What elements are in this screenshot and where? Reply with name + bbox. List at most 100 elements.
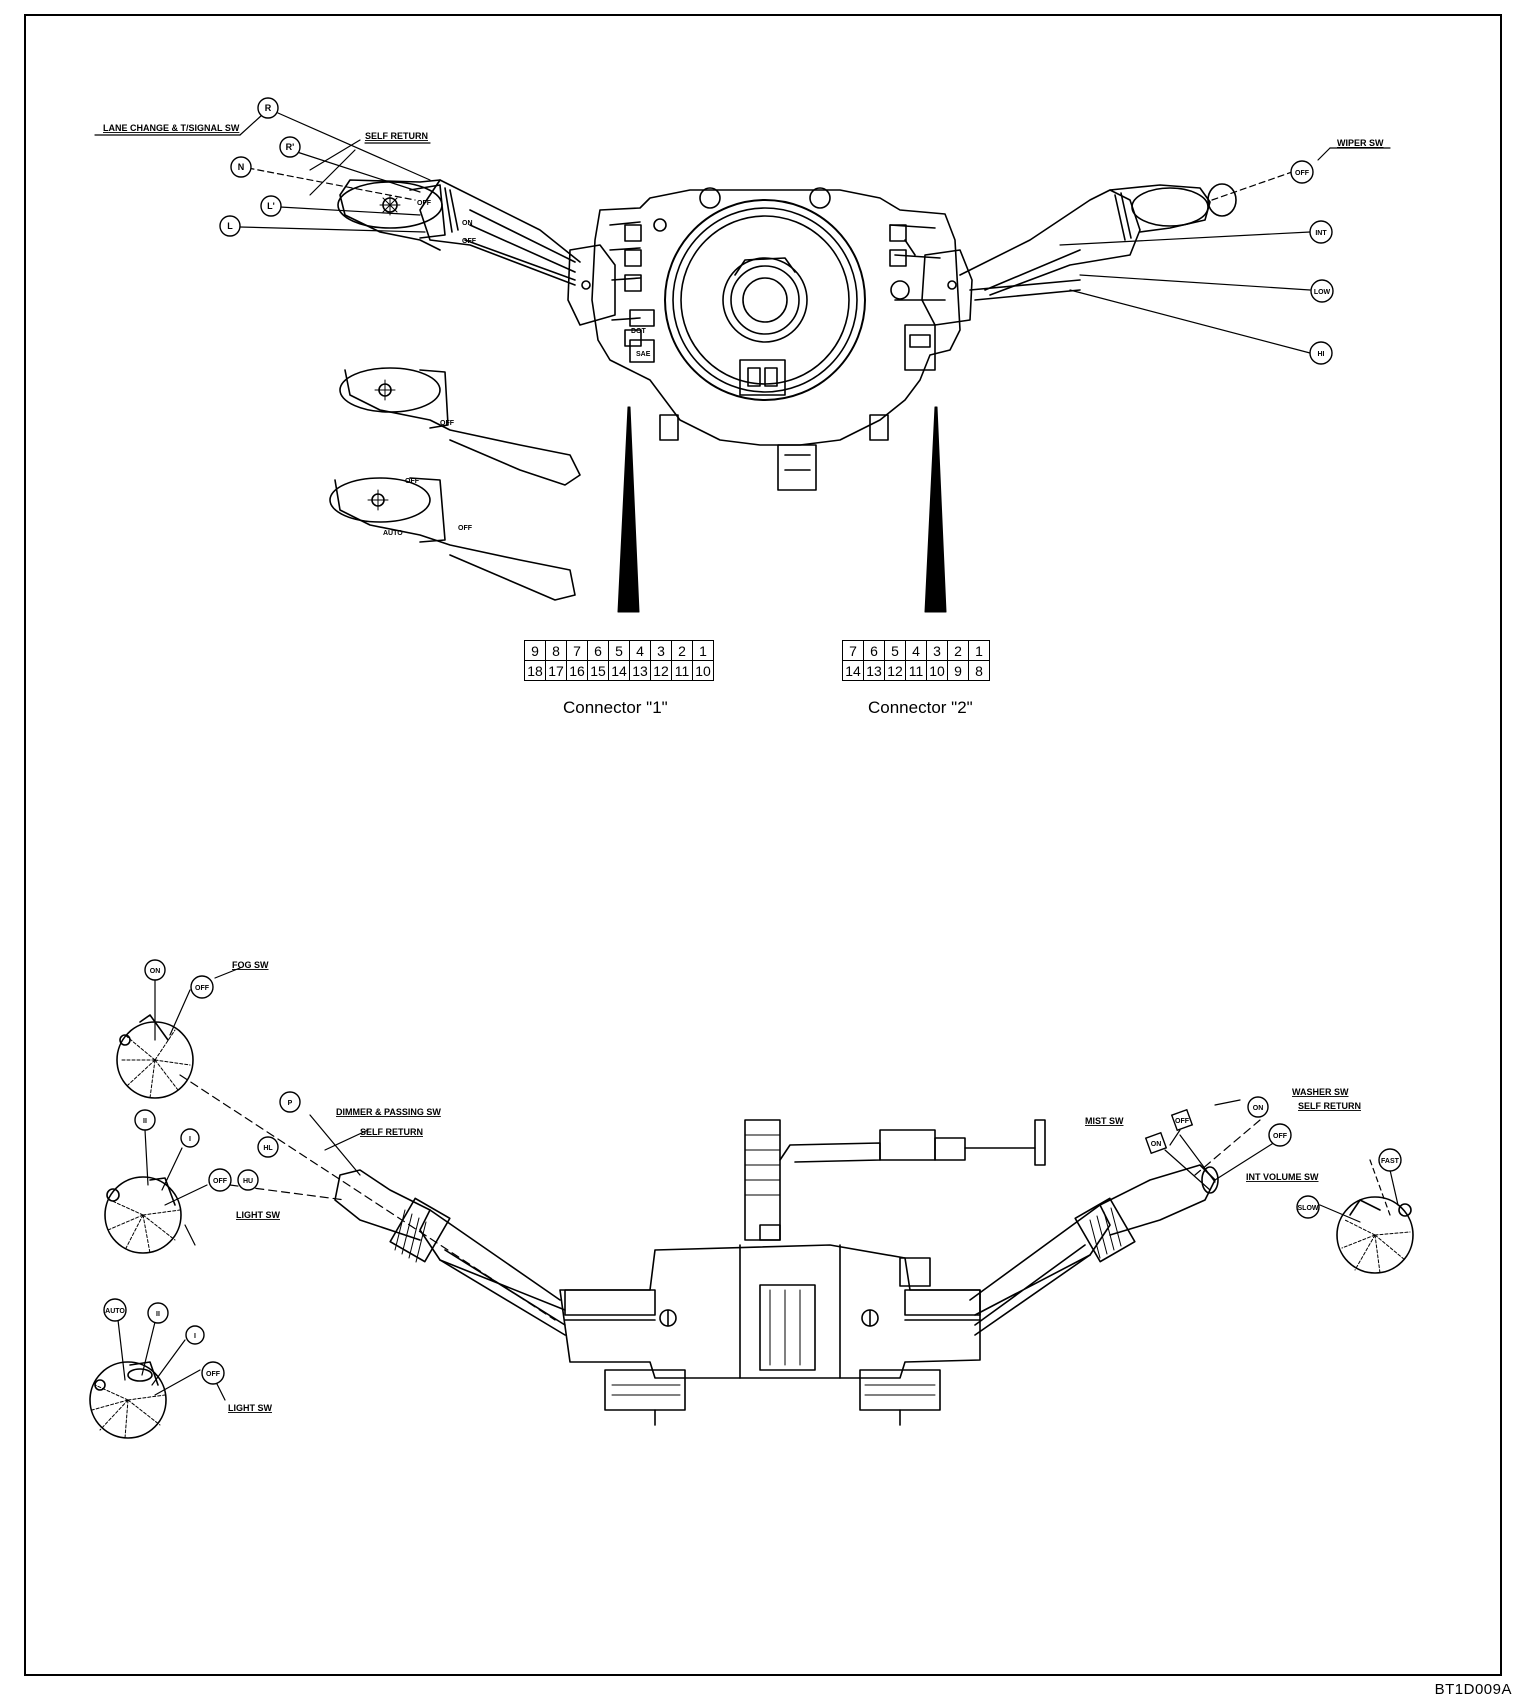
pos-marker-int — [1309, 220, 1333, 244]
lever-variant-2 — [329, 477, 576, 601]
pos-int-text: INT — [1315, 230, 1327, 237]
washer-off-text: OFF — [1273, 1133, 1288, 1140]
lever-on-mark: ON — [462, 220, 473, 227]
fog-on-text: ON — [150, 968, 161, 975]
light-dial-2 — [89, 1361, 167, 1439]
top-left-leaders — [94, 112, 431, 233]
int-volume-dial — [1336, 1196, 1414, 1274]
light1-i-text: I — [189, 1136, 191, 1143]
connector-pin: 11 — [905, 660, 927, 681]
connector-pin: 3 — [650, 640, 672, 661]
dimmer-sw-label: DIMMER & PASSING SW — [336, 1107, 441, 1117]
variant1-off-mark: OFF — [440, 420, 455, 427]
dimmer-hl-text: HL — [263, 1145, 273, 1152]
pos-marker-hi — [1309, 341, 1333, 365]
wiper-sw-label: WIPER SW — [1337, 138, 1384, 148]
light1-i-marker — [180, 1128, 200, 1148]
connector-pin: 9 — [524, 640, 546, 661]
pos-r-prime-text: R' — [286, 142, 295, 152]
connector-pin: 7 — [842, 640, 864, 661]
mist-on-marker — [1144, 1131, 1168, 1155]
light2-ii-marker — [147, 1302, 169, 1324]
lever-off-mark-2: OFF — [462, 238, 477, 245]
lever-off-mark: OFF — [417, 200, 432, 207]
light2-off-text: OFF — [206, 1371, 221, 1378]
washer-sw-label: WASHER SW — [1292, 1087, 1349, 1097]
pos-marker-r — [257, 97, 279, 119]
connector-pin: 8 — [545, 640, 567, 661]
mist-off-marker — [1170, 1108, 1194, 1132]
pos-low-text: LOW — [1314, 289, 1331, 296]
pos-n-text: N — [238, 162, 245, 172]
int-fast-text: FAST — [1381, 1158, 1400, 1165]
pos-marker-r-prime — [279, 136, 301, 158]
mist-off-text: OFF — [1175, 1118, 1190, 1125]
light2-i-marker — [185, 1325, 205, 1345]
dimmer-hl-marker — [257, 1136, 279, 1158]
washer-self-return-label: SELF RETURN — [1298, 1101, 1361, 1111]
light1-off-marker — [208, 1168, 232, 1192]
connector-pin: 12 — [884, 660, 906, 681]
lever-variant-1 — [339, 367, 581, 486]
top-right-leaders — [1059, 147, 1391, 354]
pos-r-text: R — [265, 103, 272, 113]
figure-code: BT1D009A — [1434, 1681, 1512, 1698]
dimmer-p-marker — [279, 1091, 301, 1113]
pos-marker-low — [1310, 279, 1334, 303]
int-volume-label: INT VOLUME SW — [1246, 1172, 1319, 1182]
dimmer-self-return-label: SELF RETURN — [360, 1127, 423, 1137]
connector-pin: 5 — [884, 640, 906, 661]
mist-sw-label: MIST SW — [1085, 1116, 1124, 1126]
connector-pin: 9 — [947, 660, 969, 681]
mist-on-text: ON — [1151, 1141, 1162, 1148]
connector-pin: 11 — [671, 660, 693, 681]
light2-auto-text: AUTO — [105, 1308, 125, 1315]
connector-pin: 4 — [905, 640, 927, 661]
connector-pin: 14 — [842, 660, 864, 681]
connector-pin: 6 — [587, 640, 609, 661]
connector-pin: 1 — [968, 640, 990, 661]
washer-on-text: ON — [1253, 1105, 1264, 1112]
connector-pin: 3 — [926, 640, 948, 661]
turn-signal-lever — [337, 179, 581, 286]
dimmer-p-text: P — [288, 1100, 293, 1107]
light2-i-text: I — [194, 1333, 196, 1340]
dimmer-lever — [334, 1169, 566, 1336]
pos-marker-l-prime — [260, 195, 282, 217]
lane-change-label: LANE CHANGE & T/SIGNAL SW — [103, 123, 240, 133]
connector-pin: 10 — [926, 660, 948, 681]
connector-pin: 1 — [692, 640, 714, 661]
connector-pin: 8 — [968, 660, 990, 681]
light2-auto-marker — [103, 1298, 127, 1322]
dimmer-hu-text: HU — [243, 1178, 253, 1185]
self-return-label-top: SELF RETURN — [365, 131, 428, 141]
pos-hi-text: HI — [1318, 351, 1325, 358]
washer-lever — [969, 1164, 1219, 1336]
washer-on-marker — [1247, 1096, 1269, 1118]
fog-sw-label: FOG SW — [232, 960, 269, 970]
light2-sw-label: LIGHT SW — [228, 1403, 272, 1413]
light1-sw-label: LIGHT SW — [236, 1210, 280, 1220]
bottom-switch-assembly — [559, 1119, 1046, 1426]
connector-pin: 10 — [692, 660, 714, 681]
top-switch-assembly — [567, 187, 973, 491]
connector-pin: 7 — [566, 640, 588, 661]
connector-pointers — [617, 406, 947, 613]
pos-l-text: L — [227, 221, 233, 231]
pos-l-prime-text: L' — [267, 201, 275, 211]
bottom-leaders — [117, 967, 1399, 1401]
connector-pin: 16 — [566, 660, 588, 681]
connector-pin: 2 — [671, 640, 693, 661]
int-fast-marker — [1378, 1148, 1402, 1172]
connector-pin: 12 — [650, 660, 672, 681]
connector-pin: 17 — [545, 660, 567, 681]
connector-pin: 14 — [608, 660, 630, 681]
connector-1-title: Connector "1" — [563, 698, 668, 717]
pos-marker-n — [230, 156, 252, 178]
pos-marker-off — [1290, 160, 1314, 184]
connector-pin: 18 — [524, 660, 546, 681]
variant-off-mark: OFF — [405, 478, 420, 485]
connector-pin: 6 — [863, 640, 885, 661]
